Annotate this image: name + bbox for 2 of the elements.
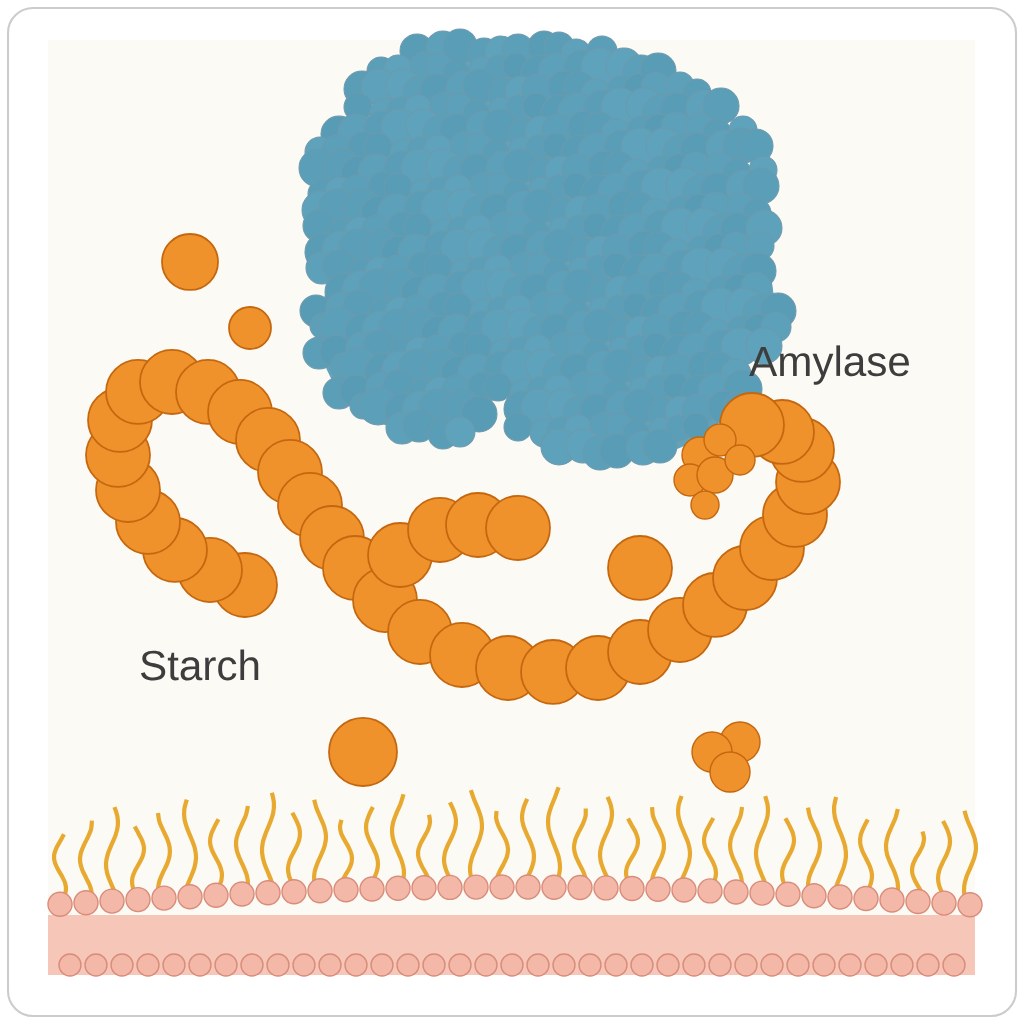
label: Starch	[141, 649, 259, 681]
label: Amylase	[749, 345, 909, 385]
